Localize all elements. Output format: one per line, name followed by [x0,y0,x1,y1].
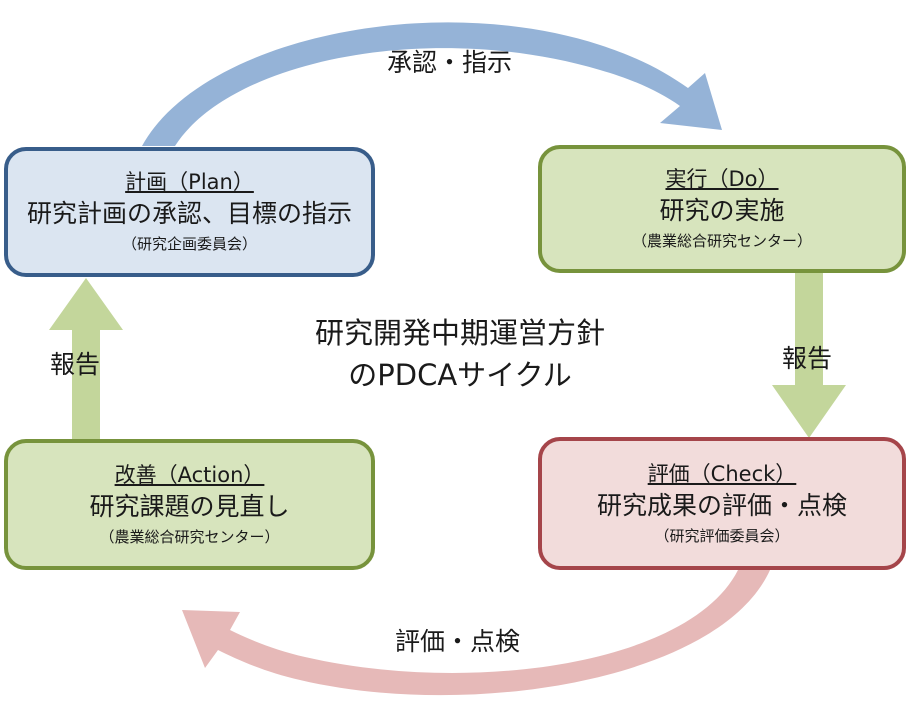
do-box: 実行（Do） 研究の実施 （農業総合研究センター） [538,145,906,273]
check-sub-text: （研究評価委員会） [654,526,790,545]
label-report-right: 報告 [782,344,833,373]
action-heading: 改善（Action） [114,462,265,487]
label-approve-instruct: 承認・指示 [387,48,513,77]
label-evaluate-inspect: 評価・点検 [395,627,521,656]
do-sub-text: （農業総合研究センター） [631,232,812,250]
plan-sub-text: （研究企画委員会） [121,235,257,253]
action-box: 改善（Action） 研究課題の見直し （農業総合研究センター） [4,439,375,570]
check-box: 評価（Check） 研究成果の評価・点検 （研究評価委員会） [538,437,906,570]
center-title-line1: 研究開発中期運営方針 [314,316,605,350]
center-title-line2: のPDCAサイクル [348,358,572,392]
plan-box: 計画（Plan） 研究計画の承認、目標の指示 （研究企画委員会） [4,147,375,277]
arrow-check-to-action [182,570,770,696]
center-title: 研究開発中期運営方針 のPDCAサイクル [240,312,680,396]
label-report-left: 報告 [50,350,101,379]
do-heading: 実行（Do） [665,167,779,191]
arrow-action-to-plan [49,278,123,439]
plan-heading: 計画（Plan） [125,170,254,194]
arrow-plan-to-do [142,22,722,146]
do-main-text: 研究の実施 [659,196,785,225]
action-sub-text: （農業総合研究センター） [99,527,280,546]
plan-main-text: 研究計画の承認、目標の指示 [26,199,352,228]
action-main-text: 研究課題の見直し [89,491,290,521]
check-main-text: 研究成果の評価・点検 [596,490,847,520]
arrow-do-to-check [772,273,846,438]
check-heading: 評価（Check） [647,461,797,486]
